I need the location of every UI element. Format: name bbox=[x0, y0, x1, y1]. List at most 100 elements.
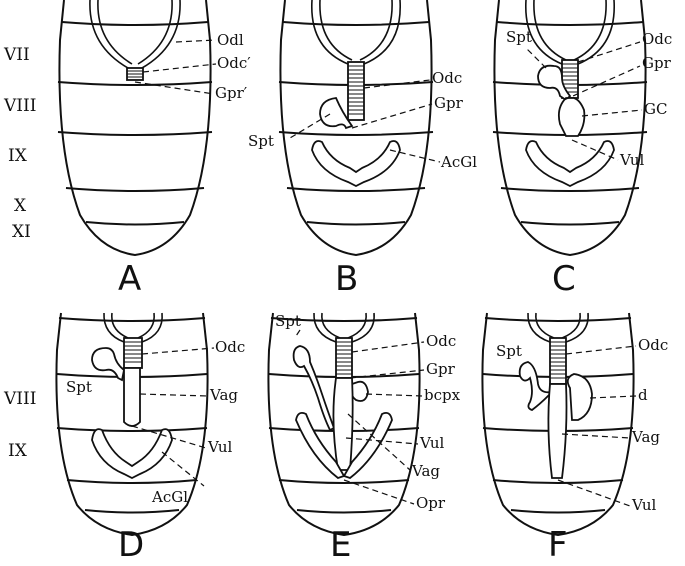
segment-ix: IX bbox=[8, 441, 28, 461]
segment-line bbox=[57, 428, 207, 431]
leader-line bbox=[352, 342, 424, 352]
spermatheca bbox=[520, 362, 552, 410]
vagina bbox=[548, 384, 566, 478]
panel-letter-e: E bbox=[330, 525, 351, 561]
panel-d: Odc Spt Vag Vul AcGl VIII IX D bbox=[3, 313, 245, 561]
leader-line bbox=[566, 346, 636, 354]
segment-vii: VII bbox=[3, 45, 30, 65]
leader-line bbox=[140, 394, 208, 396]
leader-line bbox=[366, 394, 422, 396]
vagina bbox=[124, 368, 140, 426]
panel-letter-c: C bbox=[552, 259, 576, 299]
lateral-oviduct bbox=[360, 0, 392, 60]
segment-line bbox=[59, 318, 205, 321]
segment-line bbox=[66, 188, 204, 191]
common-oviduct bbox=[550, 338, 566, 384]
diverticulum bbox=[568, 374, 592, 420]
accessory-gland bbox=[312, 141, 400, 186]
vagina bbox=[333, 378, 352, 470]
label-gpr: Gpr bbox=[642, 54, 672, 72]
label-odc: Odc bbox=[215, 338, 245, 356]
segment-line bbox=[67, 480, 197, 483]
label-acgl: AcGl bbox=[440, 153, 477, 171]
segment-line bbox=[307, 222, 405, 225]
panel-f: Spt Odc d Vag Vul F bbox=[482, 313, 668, 561]
label-odl: Odl bbox=[217, 31, 244, 49]
accessory-gland bbox=[526, 141, 614, 186]
segment-line bbox=[501, 188, 639, 191]
label-bcpx: bcpx bbox=[424, 386, 461, 404]
label-vul: Vul bbox=[619, 151, 645, 169]
leader-line bbox=[558, 480, 630, 506]
segment-line bbox=[287, 188, 425, 191]
label-gpr: Gpr bbox=[426, 360, 456, 378]
abdomen-outline bbox=[280, 0, 431, 255]
spermatheca bbox=[92, 348, 124, 380]
common-oviduct bbox=[348, 62, 364, 120]
leader-line bbox=[142, 348, 214, 354]
label-gc: GC bbox=[644, 100, 667, 118]
label-odc: Odc bbox=[638, 336, 668, 354]
segment-line bbox=[497, 22, 643, 25]
lateral-oviduct bbox=[348, 313, 366, 338]
label-gpr-prime: Gpr′ bbox=[215, 84, 248, 102]
leader-line bbox=[590, 396, 636, 398]
label-d: d bbox=[638, 386, 648, 404]
panel-letter-f: F bbox=[548, 525, 568, 561]
lateral-oviduct bbox=[98, 0, 132, 64]
segment-line bbox=[511, 510, 605, 513]
label-vag: Vag bbox=[631, 428, 660, 446]
label-acgl: AcGl bbox=[151, 488, 188, 506]
label-vag: Vag bbox=[411, 462, 440, 480]
leader-line bbox=[296, 330, 300, 336]
label-spt: Spt bbox=[248, 132, 274, 150]
segment-line bbox=[86, 222, 184, 225]
segment-line bbox=[297, 510, 391, 513]
label-odc: Odc bbox=[642, 30, 672, 48]
label-odc: Odc bbox=[432, 69, 462, 87]
lateral-oviduct bbox=[112, 313, 128, 338]
lateral-oviduct bbox=[138, 313, 154, 338]
leader-line bbox=[562, 434, 630, 438]
label-odc-prime: Odc′ bbox=[217, 54, 251, 72]
genital-chamber bbox=[559, 98, 585, 136]
segment-line bbox=[62, 22, 208, 25]
panel-letter-a: A bbox=[118, 259, 141, 299]
lateral-oviduct bbox=[536, 313, 554, 338]
segment-viii: VIII bbox=[3, 96, 36, 116]
label-spt: Spt bbox=[496, 342, 522, 360]
label-gpr: Gpr bbox=[434, 94, 464, 112]
panel-a: Odl Odc′ Gpr′ VII VIII IX X XI A bbox=[3, 0, 251, 299]
label-vag: Vag bbox=[209, 386, 238, 404]
lateral-oviduct bbox=[562, 313, 580, 338]
label-vul: Vul bbox=[207, 438, 233, 456]
segment-line bbox=[521, 222, 619, 225]
panel-b: Odc Gpr Spt AcGl B bbox=[248, 0, 477, 299]
segment-viii: VIII bbox=[3, 389, 36, 409]
label-spt: Spt bbox=[275, 312, 301, 330]
leader-line bbox=[143, 64, 216, 72]
panel-e: Spt Odc Gpr bcpx Vul Vag Opr E bbox=[268, 312, 460, 561]
lateral-oviduct bbox=[574, 0, 606, 60]
abdomen-outline bbox=[59, 0, 210, 255]
label-opr: Opr bbox=[416, 494, 446, 512]
segment-line bbox=[85, 510, 179, 513]
segment-xi: XI bbox=[12, 222, 31, 242]
lateral-oviduct bbox=[534, 0, 566, 60]
accessory-gland bbox=[92, 429, 172, 478]
segment-line bbox=[279, 132, 433, 135]
lateral-oviduct bbox=[90, 0, 128, 72]
panel-c: Spt Odc Gpr GC Vul C bbox=[493, 0, 672, 299]
label-vul: Vul bbox=[631, 496, 657, 514]
lateral-oviduct bbox=[138, 0, 172, 64]
segment-line bbox=[58, 132, 212, 135]
segment-line bbox=[283, 22, 429, 25]
segment-x: X bbox=[14, 196, 27, 216]
lateral-oviduct bbox=[142, 0, 180, 72]
lateral-oviduct bbox=[320, 0, 352, 60]
leader-line bbox=[582, 110, 642, 116]
segment-line bbox=[485, 318, 631, 321]
label-spt: Spt bbox=[506, 28, 532, 46]
